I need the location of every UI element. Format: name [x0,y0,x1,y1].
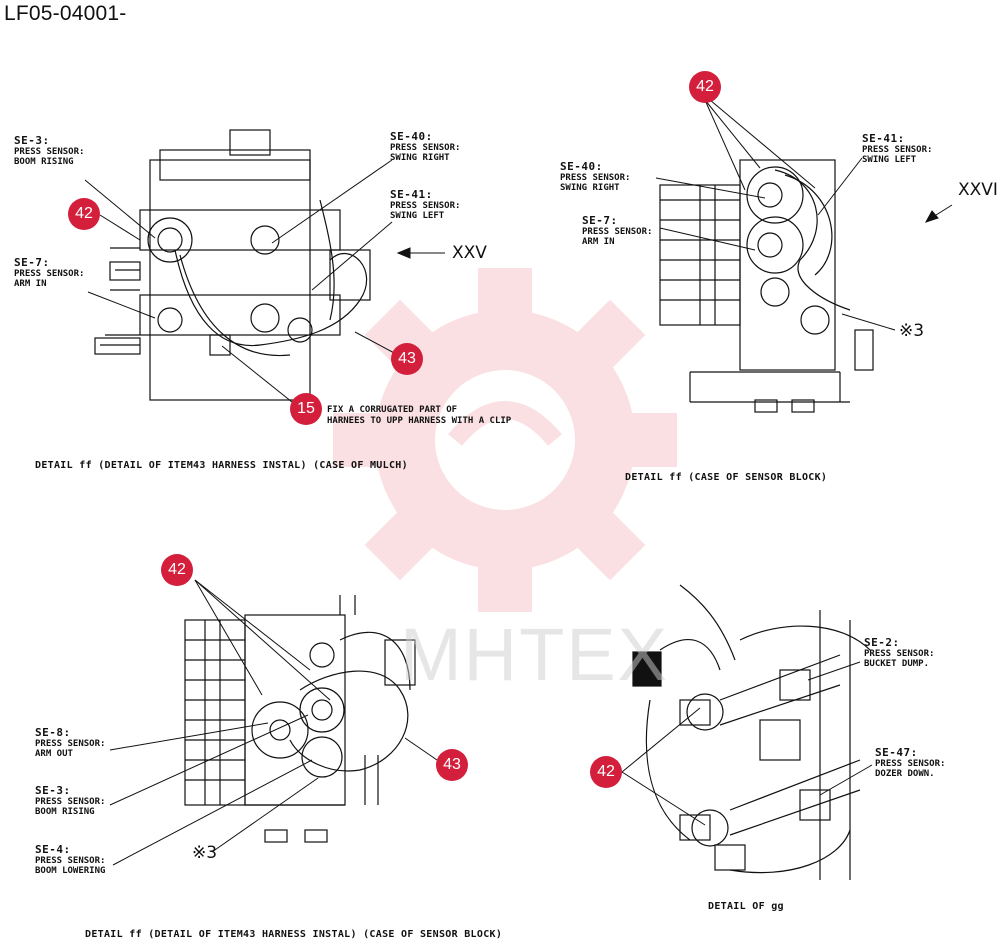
callout-se3: SE-3: PRESS SENSOR: BOOM RISING [14,134,84,167]
callout-se40: SE-40: PRESS SENSOR: SWING RIGHT [390,130,460,163]
callout-se7: SE-7: PRESS SENSOR: ARM IN [582,214,652,247]
callout-se7: SE-7: PRESS SENSOR: ARM IN [14,256,84,289]
item-badge-42: 42 [590,756,622,788]
detail-caption: DETAIL OF gg [708,901,784,912]
panel-bottom-right-drawing [632,584,871,880]
callout-sub: SWING LEFT [862,155,917,165]
callout-sub: SWING RIGHT [390,153,450,163]
callout-sub: PRESS SENSOR: [390,143,461,153]
callout-sub: SWING LEFT [390,211,445,221]
callout-title: SE-8: [35,726,71,739]
callout-title: SE-41: [390,188,433,201]
note-line: FIX A CORRUGATED PART OF [327,405,458,415]
item-badge-42: 42 [68,198,100,230]
item-badge-15: 15 [290,393,322,425]
clip-note: FIX A CORRUGATED PART OF HARNEES TO UPP … [327,405,511,427]
callout-title: SE-47: [875,746,918,759]
callout-se40: SE-40: PRESS SENSOR: SWING RIGHT [560,160,630,193]
detail-caption: DETAIL ff (CASE OF SENSOR BLOCK) [625,472,828,483]
callout-se41: SE-41: PRESS SENSOR: SWING LEFT [862,132,932,165]
reference-mark: ※3 [192,843,218,863]
callout-se3: SE-3: PRESS SENSOR: BOOM RISING [35,784,105,817]
callout-sub: PRESS SENSOR: [864,649,935,659]
callout-sub: BUCKET DUMP. [864,659,930,669]
item-badge-42: 42 [161,554,193,586]
callout-sub: BOOM LOWERING [35,866,106,876]
item-badge-43: 43 [436,749,468,781]
callout-title: SE-2: [864,636,900,649]
callout-title: SE-4: [35,843,71,856]
callout-sub: PRESS SENSOR: [35,856,106,866]
callout-sub: PRESS SENSOR: [862,145,933,155]
callout-sub: ARM OUT [35,749,73,759]
callout-sub: PRESS SENSOR: [35,739,106,749]
callout-sub: PRESS SENSOR: [560,173,631,183]
callout-title: SE-3: [35,784,71,797]
document-id: LF05-04001- [4,2,127,25]
callout-title: SE-40: [390,130,433,143]
callout-sub: PRESS SENSOR: [14,269,85,279]
callout-title: SE-7: [14,256,50,269]
reference-mark: ※3 [899,321,925,341]
item-badge-42: 42 [689,71,721,103]
watermark-text: MHTEX [400,613,669,696]
callout-se47: SE-47: PRESS SENSOR: DOZER DOWN. [875,746,945,779]
callout-title: SE-40: [560,160,603,173]
callout-title: SE-3: [14,134,50,147]
callout-se41: SE-41: PRESS SENSOR: SWING LEFT [390,188,460,221]
panel-bottom-left-drawing [184,595,416,843]
callout-sub: SWING RIGHT [560,183,620,193]
view-mark-xxv: XXV [452,243,487,263]
callout-sub: BOOM RISING [14,157,74,167]
callout-se4: SE-4: PRESS SENSOR: BOOM LOWERING [35,843,105,876]
callout-sub: PRESS SENSOR: [582,227,653,237]
callout-sub: ARM IN [14,279,47,289]
callout-sub: PRESS SENSOR: [14,147,85,157]
callout-sub: PRESS SENSOR: [390,201,461,211]
callout-se8: SE-8: PRESS SENSOR: ARM OUT [35,726,105,759]
panel-top-left-drawing [94,129,371,401]
callout-sub: DOZER DOWN. [875,769,935,779]
item-badge-43: 43 [391,343,423,375]
callout-title: SE-7: [582,214,618,227]
detail-caption: DETAIL ff (DETAIL OF ITEM43 HARNESS INST… [85,929,503,940]
view-mark-xxvi: XXVI [958,180,998,200]
callout-title: SE-41: [862,132,905,145]
callout-sub: BOOM RISING [35,807,95,817]
panel-top-right-drawing [659,159,874,413]
detail-caption: DETAIL ff (DETAIL OF ITEM43 HARNESS INST… [35,460,408,471]
callout-sub: ARM IN [582,237,615,247]
callout-sub: PRESS SENSOR: [875,759,946,769]
callout-se2: SE-2: PRESS SENSOR: BUCKET DUMP. [864,636,934,669]
watermark-gear-icon [333,268,677,612]
note-line: HARNEES TO UPP HARNESS WITH A CLIP [327,416,512,426]
callout-sub: PRESS SENSOR: [35,797,106,807]
